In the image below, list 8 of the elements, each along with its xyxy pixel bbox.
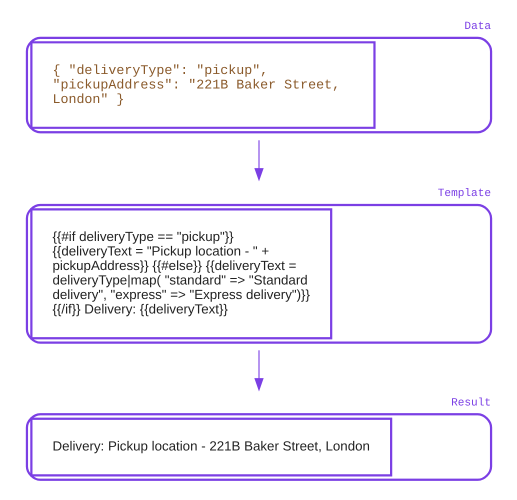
node-box: Delivery: Pickup location - 221B Baker Street, London: [25, 412, 492, 480]
node-label: Data: [464, 20, 491, 32]
arrow: [254, 140, 264, 181]
node-label: Template: [437, 188, 491, 200]
node-box: {{#if deliveryType == "pickup"}} {{deliveryText = "Pickup location - " + pickupAddress}} {{#else}} {{deliveryText = deliveryType|map( "standard" => "Standard delivery", "express" => "Express delivery")}} {{/if}} Delivery: {{deliveryText}}: [25, 203, 492, 344]
arrow: [254, 350, 264, 391]
node-box: { "deliveryType": "pickup", "pickupAddress": "221B Baker Street, London" }: [25, 36, 492, 133]
node-label: Result: [450, 396, 491, 409]
